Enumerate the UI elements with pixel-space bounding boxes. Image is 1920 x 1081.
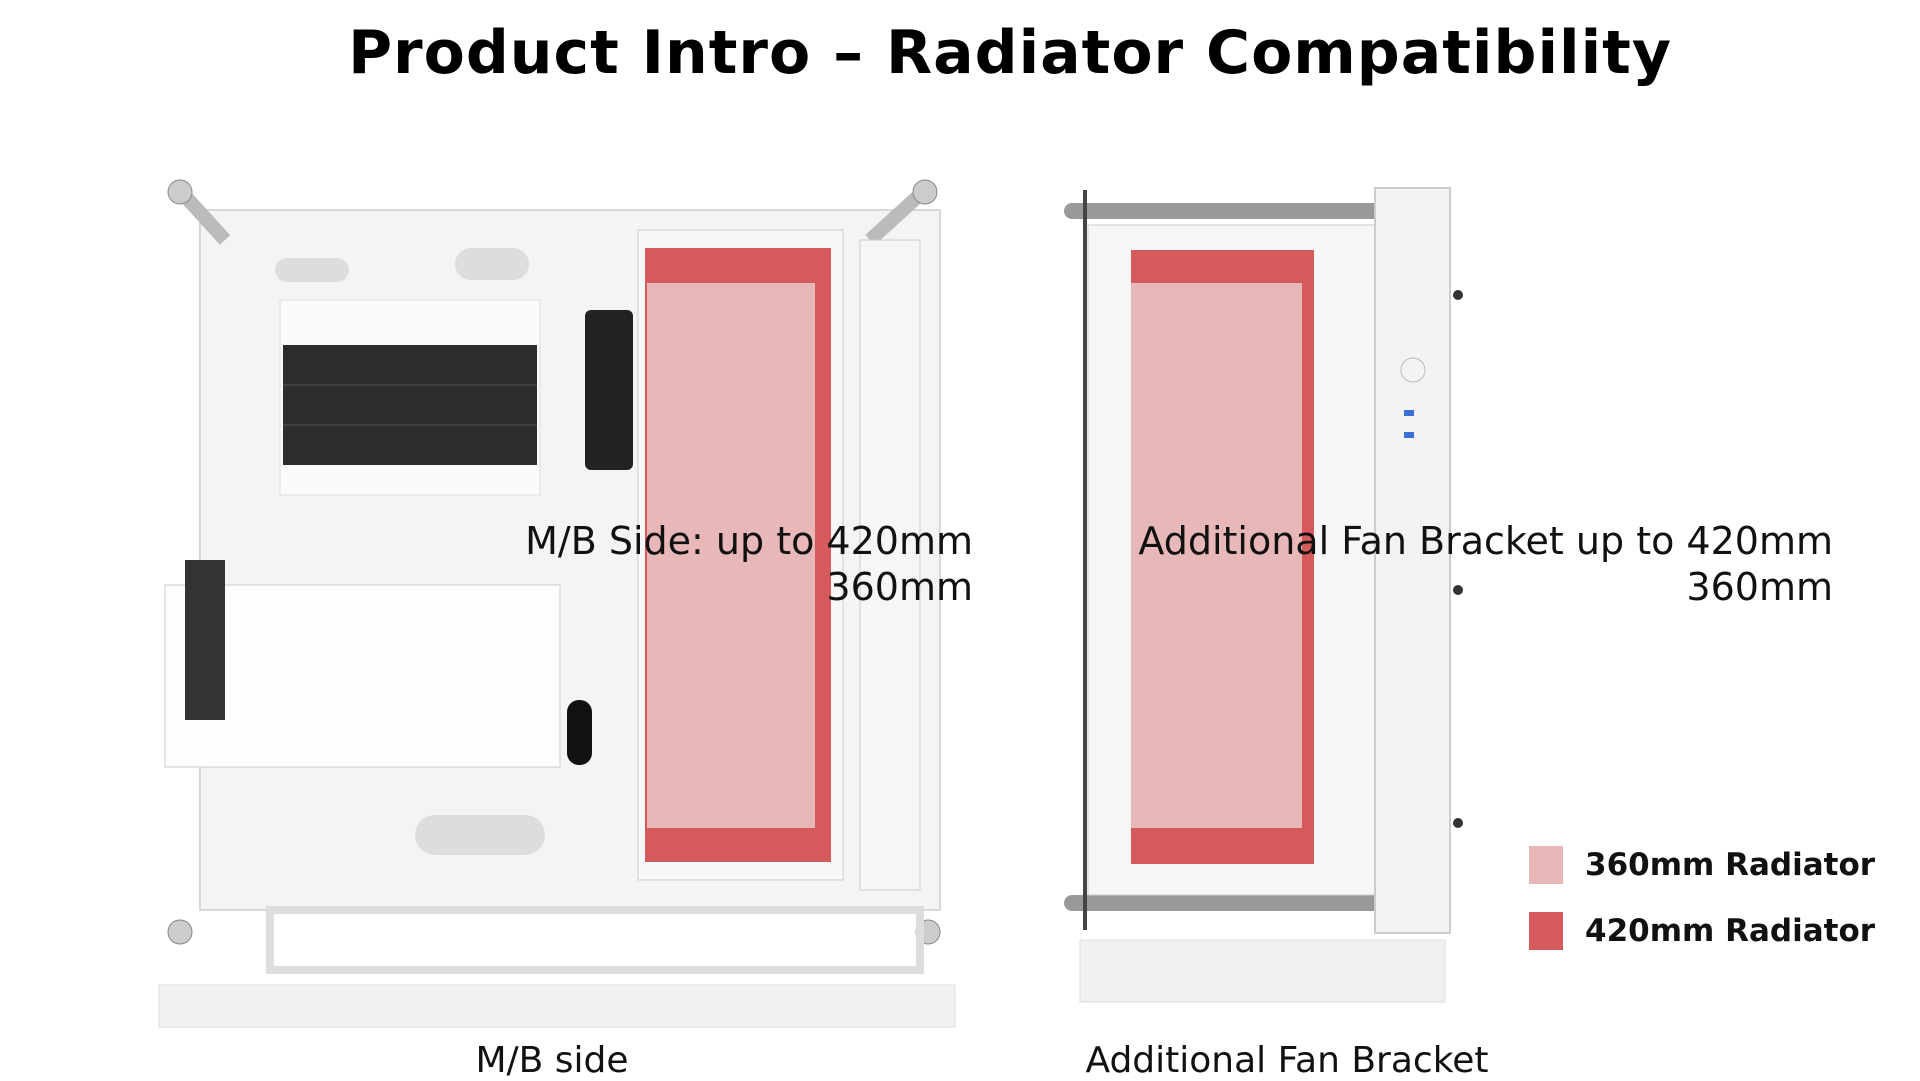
legend-item-420mm: 420mm Radiator [1529,911,1875,951]
mb-side-note-line1: M/B Side: up to 420mm [525,519,973,563]
mb-side-caption: M/B side [475,1040,629,1081]
mb-side-360mm-radiator-area [647,283,815,828]
mb-side-note-line2: 360mm [826,565,973,609]
legend-swatch-360mm [1529,846,1563,884]
legend-item-360mm: 360mm Radiator [1529,845,1875,885]
fan-bracket-caption: Additional Fan Bracket [1085,1040,1489,1081]
legend-label-360mm: 360mm Radiator [1585,847,1876,883]
fan-bracket-note-line2: 360mm [1686,565,1833,609]
legend-swatch-420mm [1529,912,1563,950]
legend: 360mm Radiator 420mm Radiator [1529,845,1875,951]
legend-label-420mm: 420mm Radiator [1585,913,1876,949]
page-title: Product Intro – Radiator Compatibility [348,18,1672,88]
mb-side-note: M/B Side: up to 420mm 360mm [373,518,973,610]
fan-bracket-note-line1: Additional Fan Bracket up to 420mm [1138,519,1833,563]
fan-bracket-note: Additional Fan Bracket up to 420mm 360mm [1033,518,1833,610]
fan-bracket-360mm-radiator-area [1131,283,1302,828]
